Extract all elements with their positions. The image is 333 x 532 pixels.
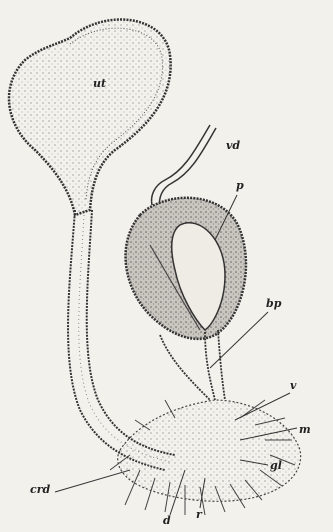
label-vd: vd [226,140,240,151]
label-p: p [236,180,244,191]
label-d: d [163,515,171,526]
label-r: r [196,509,202,520]
genital-atrium [118,400,301,501]
label-bp: bp [266,298,281,309]
label-m: m [299,424,311,435]
label-gl: gl [270,460,282,471]
label-ut: ut [93,78,106,89]
label-v: v [290,380,296,391]
label-crd: crd [30,484,50,495]
uterus-sac [9,19,171,215]
vas-deferens [152,125,210,205]
